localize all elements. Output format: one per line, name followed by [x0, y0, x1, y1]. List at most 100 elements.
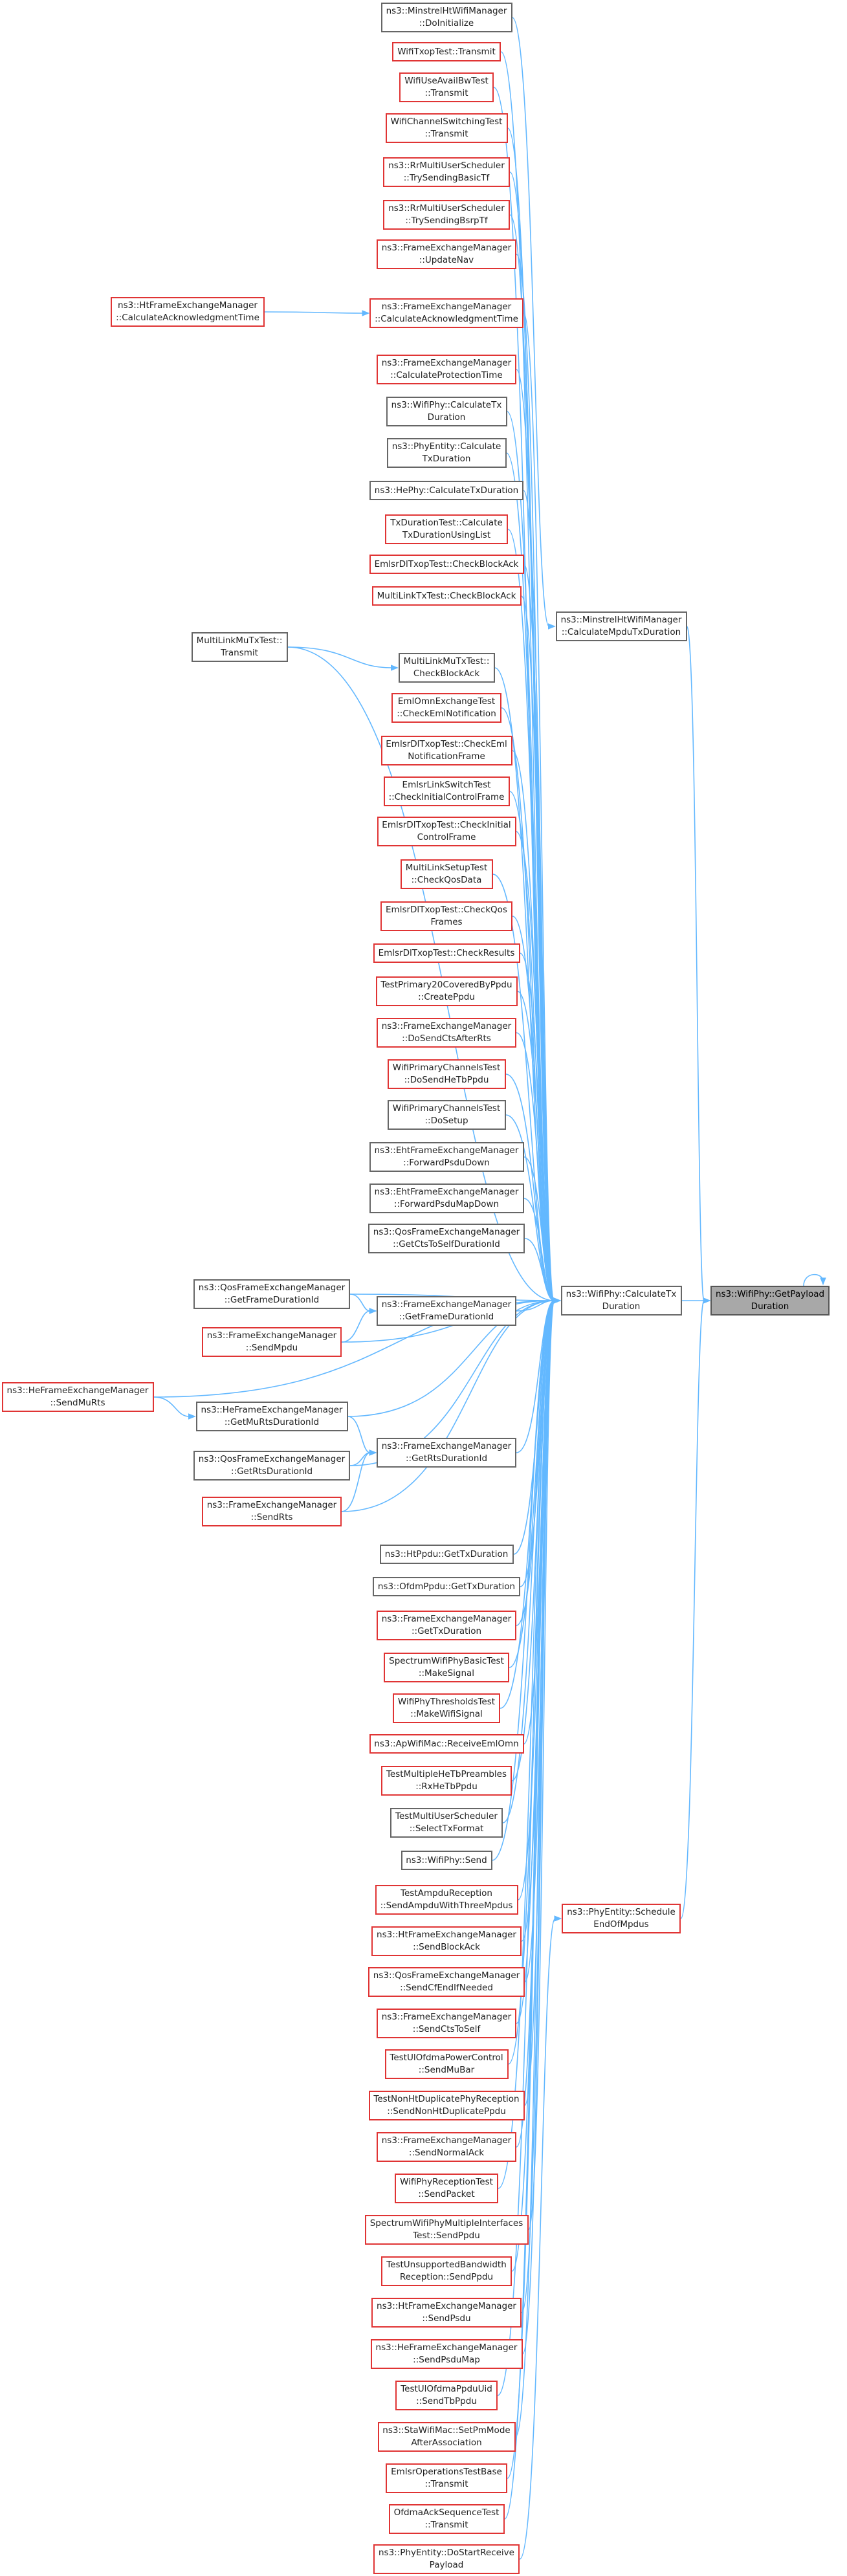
graph-node-n-a3[interactable]: WifiUseAvailBwTest::Transmit	[399, 72, 494, 102]
graph-node-label-line: ns3::HtFrameExchangeManager	[377, 1930, 516, 1940]
graph-node-label-line: ::GetFrameDurationId	[224, 1295, 320, 1305]
graph-node-n-a28[interactable]: ns3::EhtFrameExchangeManager::ForwardPsd…	[369, 1142, 524, 1172]
graph-node-label-line: ns3::ApWifiMac::ReceiveEmlOmn	[374, 1738, 519, 1749]
graph-node-label-line: ::CreatePpdu	[418, 992, 475, 1002]
graph-edge	[502, 1300, 555, 1823]
graph-node-n-a40[interactable]: TestMultiUserScheduler::SelectTxFormat	[390, 1808, 503, 1838]
graph-node-label-line: ::SendTbPpdu	[416, 2396, 477, 2406]
graph-node-n-a6[interactable]: ns3::RrMultiUserScheduler::TrySendingBsr…	[383, 200, 510, 230]
graph-node-label-line: EmlsrDlTxopTest::CheckInitial	[382, 820, 511, 830]
graph-node-label-line: CheckBlockAck	[413, 668, 480, 679]
graph-node-label-line: TestMultipleHeTbPreambles	[386, 1769, 507, 1779]
graph-node-n-a12[interactable]: ns3::HePhy::CalculateTxDuration	[369, 481, 523, 500]
graph-node-label-line: OfdmaAckSequenceTest	[393, 2507, 500, 2518]
graph-node-label-line: ns3::PhyEntity::Calculate	[391, 441, 501, 452]
graph-node-n-a56[interactable]: EmlsrOperationsTestBase::Transmit	[386, 2463, 507, 2493]
graph-node-n-a44[interactable]: ns3::QosFrameExchangeManager::SendCfEndI…	[368, 1967, 525, 1997]
graph-node-n-a29[interactable]: ns3::EhtFrameExchangeManager::ForwardPsd…	[369, 1183, 524, 1213]
graph-node-label-line: ::SendAmpduWithThreeMpdus	[380, 1900, 513, 1911]
graph-node-n-a9[interactable]: ns3::FrameExchangeManager::CalculateProt…	[377, 355, 516, 384]
graph-node-n-b2[interactable]: MultiLinkMuTxTest::Transmit	[191, 632, 288, 662]
graph-node-label-line: ns3::FrameExchangeManager	[381, 1021, 512, 1031]
graph-node-n-a25[interactable]: ns3::FrameExchangeManager::DoSendCtsAfte…	[377, 1018, 516, 1048]
graph-edge	[686, 626, 705, 1301]
graph-node-n-a21[interactable]: MultiLinkSetupTest::CheckQosData	[400, 859, 493, 889]
graph-node-n-a48[interactable]: ns3::FrameExchangeManager::SendNormalAck	[377, 2132, 516, 2162]
graph-node-n-a45[interactable]: ns3::FrameExchangeManager::SendCtsToSelf	[377, 2009, 516, 2038]
graph-node-n-a34[interactable]: ns3::OfdmPpdu::GetTxDuration	[373, 1577, 520, 1596]
graph-node-n-a24[interactable]: TestPrimary20CoveredByPpdu::CreatePpdu	[375, 976, 518, 1006]
graph-node-n-a54[interactable]: TestUlOfdmaPpduUid::SendTbPpdu	[395, 2381, 498, 2410]
graph-node-n-a39[interactable]: TestMultipleHeTbPreambles::RxHeTbPpdu	[381, 1766, 512, 1796]
graph-node-n-b1[interactable]: ns3::HtFrameExchangeManager::CalculateAc…	[111, 297, 265, 327]
graph-node-label-line: ::CalculateProtectionTime	[390, 370, 503, 380]
graph-node-n-a15[interactable]: MultiLinkTxTest::CheckBlockAck	[371, 586, 522, 606]
graph-node-label-line: ::SendMuBar	[418, 2065, 475, 2075]
graph-node-n-a43[interactable]: ns3::HtFrameExchangeManager::SendBlockAc…	[371, 1926, 522, 1956]
graph-node-n-b7[interactable]: ns3::FrameExchangeManager::SendRts	[202, 1497, 342, 1526]
graph-edge-arrowhead	[548, 623, 556, 630]
graph-node-n-a49[interactable]: WifiPhyReceptionTest::SendPacket	[395, 2174, 498, 2203]
graph-node-n-b5[interactable]: ns3::HeFrameExchangeManager::GetMuRtsDur…	[195, 1402, 348, 1431]
graph-node-n-a57[interactable]: OfdmaAckSequenceTest::Transmit	[388, 2504, 505, 2534]
graph-node-label-line: MultiLinkMuTxTest::	[196, 635, 283, 646]
graph-node-n-a26[interactable]: WifiPrimaryChannelsTest::DoSendHeTbPpdu	[387, 1059, 506, 1089]
graph-node-n-a35[interactable]: ns3::FrameExchangeManager::GetTxDuration	[377, 1611, 516, 1640]
graph-node-n-a23[interactable]: EmlsrDlTxopTest::CheckResults	[373, 943, 520, 963]
graph-node-n-a42[interactable]: TestAmpduReception::SendAmpduWithThreeMp…	[375, 1885, 518, 1915]
graph-node-n-a36[interactable]: SpectrumWifiPhyBasicTest::MakeSignal	[384, 1653, 509, 1682]
graph-node-n-b3[interactable]: ns3::QosFrameExchangeManager::GetFrameDu…	[193, 1279, 350, 1309]
graph-node-n-a32[interactable]: ns3::FrameExchangeManager::GetRtsDuratio…	[377, 1438, 516, 1468]
graph-node-label-line: ns3::FrameExchangeManager	[381, 243, 512, 253]
graph-node-n-a31[interactable]: ns3::FrameExchangeManager::GetFrameDurat…	[377, 1296, 516, 1326]
graph-node-n-a17[interactable]: EmlOmnExchangeTest::CheckEmlNotification	[391, 693, 501, 723]
graph-node-n-a5[interactable]: ns3::RrMultiUserScheduler::TrySendingBas…	[383, 157, 510, 187]
graph-node-n-a46[interactable]: TestUlOfdmaPowerControl::SendMuBar	[384, 2049, 509, 2079]
graph-node-n-a7[interactable]: ns3::FrameExchangeManager::UpdateNav	[377, 239, 516, 269]
graph-node-n-a47[interactable]: TestNonHtDuplicatePhyReception::SendNonH…	[368, 2091, 525, 2120]
graph-node-n-a8[interactable]: ns3::FrameExchangeManager::CalculateAckn…	[369, 298, 523, 328]
graph-node-n-a52[interactable]: ns3::HtFrameExchangeManager::SendPsdu	[371, 2298, 522, 2328]
graph-edge	[287, 646, 392, 668]
graph-node-label-line: ns3::FrameExchangeManager	[381, 358, 512, 368]
graph-node-n-a1[interactable]: ns3::MinstrelHtWifiManager::DoInitialize	[380, 3, 512, 32]
graph-node-n-a27[interactable]: WifiPrimaryChannelsTest::DoSetup	[387, 1100, 506, 1130]
graph-node-minstrel-mpdu[interactable]: ns3::MinstrelHtWifiManager::CalculateMpd…	[555, 611, 687, 641]
graph-node-n-a53[interactable]: ns3::HeFrameExchangeManager::SendPsduMap	[370, 2339, 523, 2369]
graph-edge	[514, 1300, 555, 2438]
graph-node-n-a37[interactable]: WifiPhyThresholdsTest::MakeWifiSignal	[393, 1693, 500, 1723]
graph-node-label-line: TxDuration	[422, 454, 471, 464]
graph-node-label-line: ::DoInitialize	[419, 18, 474, 28]
graph-node-n-a14[interactable]: EmlsrDlTxopTest::CheckBlockAck	[369, 555, 524, 574]
graph-node-n-a2[interactable]: WifiTxopTest::Transmit	[392, 42, 501, 61]
graph-node-n-b6[interactable]: ns3::QosFrameExchangeManager::GetRtsDura…	[193, 1451, 350, 1481]
graph-node-n-a4[interactable]: WifiChannelSwitchingTest::Transmit	[385, 113, 508, 143]
graph-node-n-a30[interactable]: ns3::QosFrameExchangeManager::GetCtsToSe…	[368, 1224, 525, 1253]
graph-edge-arrowhead	[362, 310, 370, 316]
graph-node-label-line: ns3::WifiPhy::CalculateTx	[566, 1289, 677, 1299]
graph-edge-arrowhead	[554, 1915, 562, 1922]
graph-node-n-a38[interactable]: ns3::ApWifiMac::ReceiveEmlOmn	[369, 1734, 524, 1754]
graph-node-n-a41[interactable]: ns3::WifiPhy::Send	[401, 1851, 492, 1870]
graph-node-n-a33[interactable]: ns3::HtPpdu::GetTxDuration	[379, 1545, 514, 1564]
graph-node-n-a16[interactable]: MultiLinkMuTxTest::CheckBlockAck	[398, 653, 495, 683]
graph-node-n-a19[interactable]: EmlsrLinkSwitchTest::CheckInitialControl…	[383, 776, 510, 806]
graph-node-label-line: TestMultiUserScheduler	[395, 1811, 498, 1822]
graph-node-label-line: NotificationFrame	[408, 751, 485, 762]
graph-node-label-line: Reception::SendPpdu	[399, 2272, 494, 2282]
graph-node-n-c1[interactable]: ns3::HeFrameExchangeManager::SendMuRts	[1, 1382, 154, 1412]
graph-node-n-b4[interactable]: ns3::FrameExchangeManager::SendMpdu	[202, 1327, 342, 1357]
